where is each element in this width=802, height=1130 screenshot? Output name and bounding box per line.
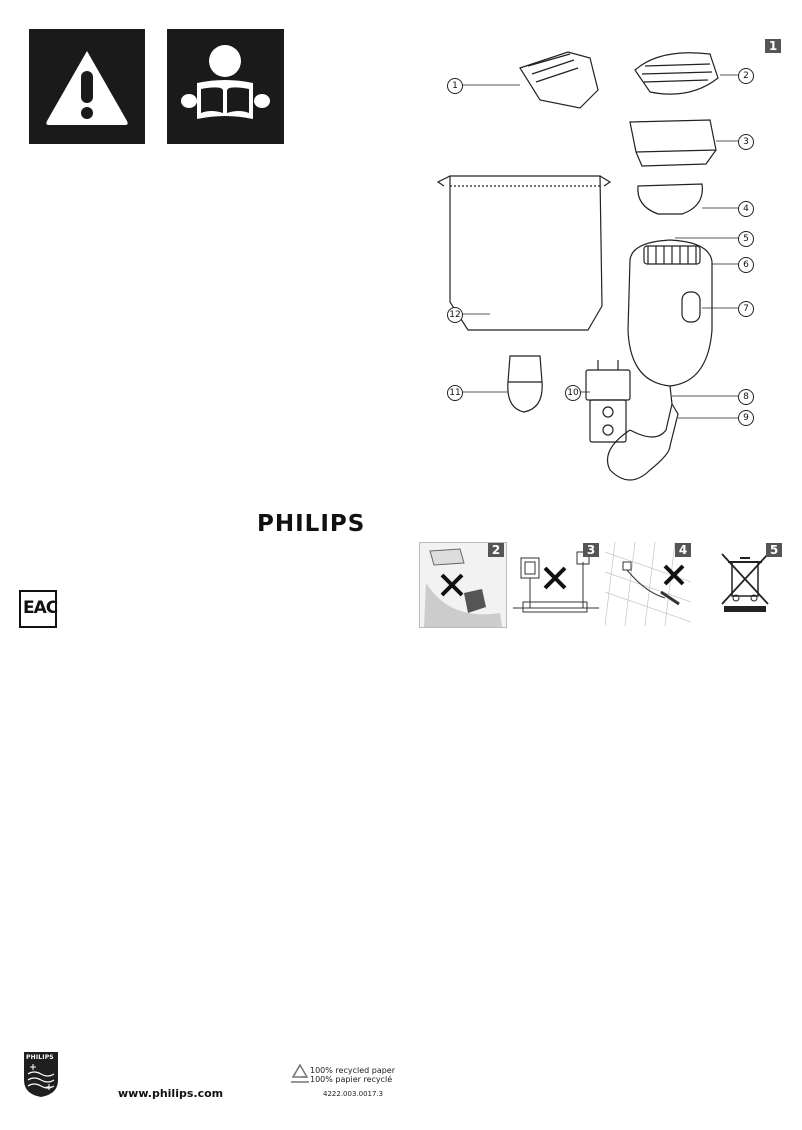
callout-9: 9: [738, 410, 754, 426]
callout-1: 1: [447, 78, 463, 94]
read-manual-icon: [167, 29, 284, 144]
figure-badge-4: 4: [675, 543, 691, 557]
figure-badge-2: 2: [488, 543, 504, 557]
callout-7: 7: [738, 301, 754, 317]
callout-12: 12: [447, 307, 463, 323]
document-code: 4222.003.0017.3: [323, 1090, 384, 1098]
callout-5: 5: [738, 231, 754, 247]
callout-2: 2: [738, 68, 754, 84]
website-link[interactable]: www.philips.com: [118, 1087, 224, 1100]
product-parts-diagram: [436, 51, 738, 481]
panel-5-weee: [710, 542, 782, 626]
no-bathroom-use-icon: [604, 541, 692, 627]
panel-4-no-bathroom-use: [604, 541, 692, 627]
warning-icon: [29, 29, 145, 144]
recycled-paper-fr: 100% papier recyclé: [310, 1075, 393, 1084]
panel-3-no-damaged-adapter: [513, 542, 599, 626]
philips-shield-logo: PHILIPS: [22, 1050, 60, 1098]
callout-6: 6: [738, 257, 754, 273]
recycle-icon: [287, 1062, 313, 1088]
callout-11: 11: [447, 385, 463, 401]
callout-10: 10: [565, 385, 581, 401]
figure-badge-5: 5: [766, 543, 782, 557]
no-rinse-icon: [424, 548, 502, 627]
eac-text: EAC: [23, 598, 58, 618]
callout-8: 8: [738, 389, 754, 405]
recycle-bin-icon: [721, 553, 769, 612]
callout-4: 4: [738, 201, 754, 217]
figure-badge-1: 1: [765, 39, 781, 53]
callout-3: 3: [738, 134, 754, 150]
philips-wordmark: PHILIPS: [257, 511, 366, 537]
no-damaged-adapter-icon: [513, 551, 599, 613]
figure-badge-3: 3: [583, 543, 599, 557]
recycled-paper-en: 100% recycled paper: [310, 1066, 396, 1075]
eac-certification-mark: EAC: [19, 590, 58, 628]
shield-brand-text: PHILIPS: [26, 1054, 54, 1061]
